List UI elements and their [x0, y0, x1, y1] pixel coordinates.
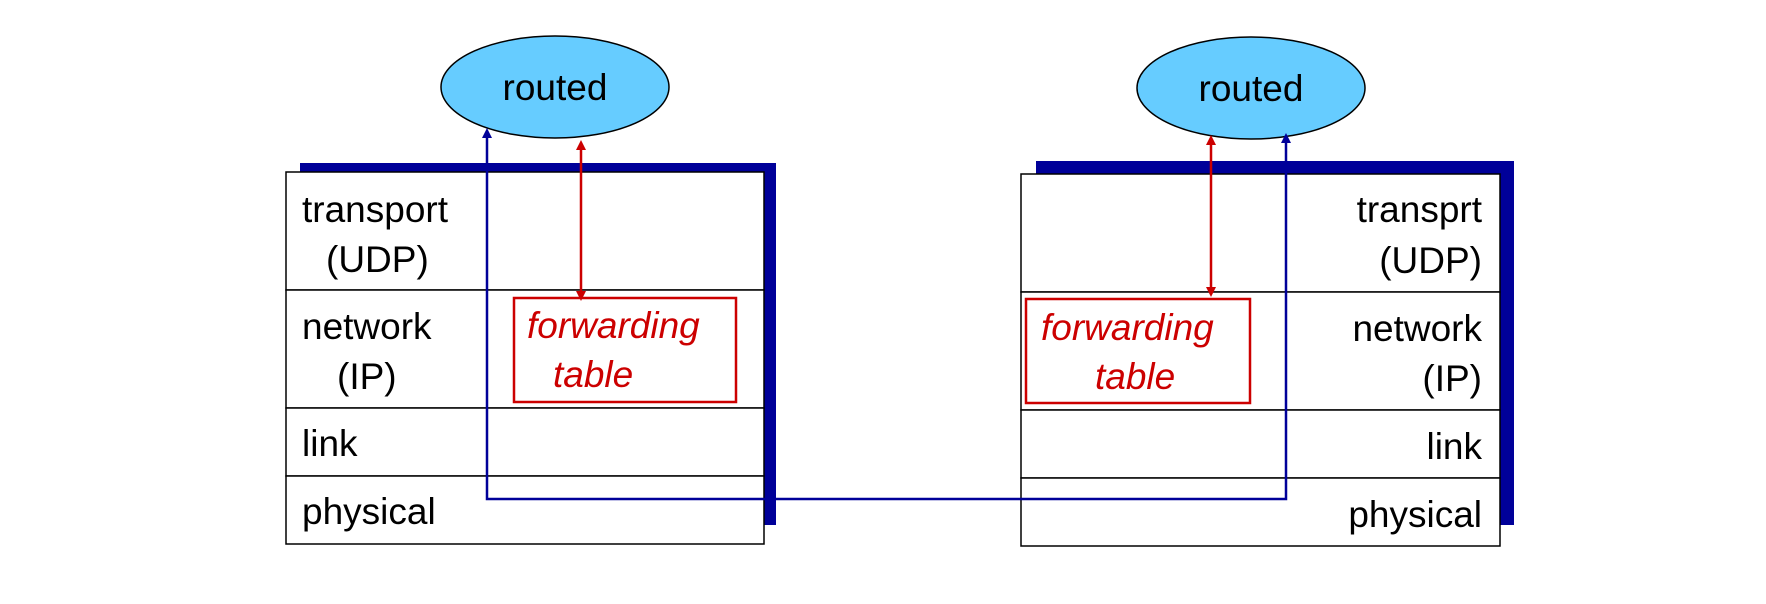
left-routed-label: routed [503, 67, 608, 108]
left-network-protocol: (IP) [337, 356, 397, 397]
left-transport-layer [285, 171, 765, 291]
right-physical-layer [1020, 477, 1501, 547]
right-link-label: link [1426, 426, 1482, 467]
right-physical-label: physical [1348, 494, 1482, 535]
right-transport-protocol: (UDP) [1379, 240, 1482, 281]
right-network-label: network [1352, 308, 1482, 349]
right-forwarding-table-line2: table [1095, 356, 1175, 397]
left-forwarding-table-box [512, 296, 738, 404]
right-router: transprt (UDP) network (IP) link physica… [1020, 36, 1514, 547]
left-physical-label: physical [302, 491, 436, 532]
left-transport-label: transport [302, 189, 449, 230]
right-transport-layer [1020, 173, 1501, 293]
routing-message-path [482, 128, 1291, 501]
left-forwarding-table-line2: table [553, 354, 633, 395]
right-forwarding-table-line1: forwarding [1041, 307, 1214, 348]
right-routed-label: routed [1199, 68, 1304, 109]
left-link-layer [285, 407, 765, 477]
right-forwarding-table-box [1024, 297, 1252, 405]
right-transport-label: transprt [1357, 189, 1483, 230]
left-link-label: link [302, 423, 358, 464]
left-network-label: network [302, 306, 432, 347]
right-link-layer [1020, 409, 1501, 479]
left-router: transport (UDP) network (IP) link physic… [285, 35, 776, 545]
right-network-protocol: (IP) [1422, 358, 1482, 399]
left-forwarding-table-line1: forwarding [527, 305, 700, 346]
left-transport-protocol: (UDP) [326, 239, 429, 280]
left-physical-layer [285, 475, 765, 545]
